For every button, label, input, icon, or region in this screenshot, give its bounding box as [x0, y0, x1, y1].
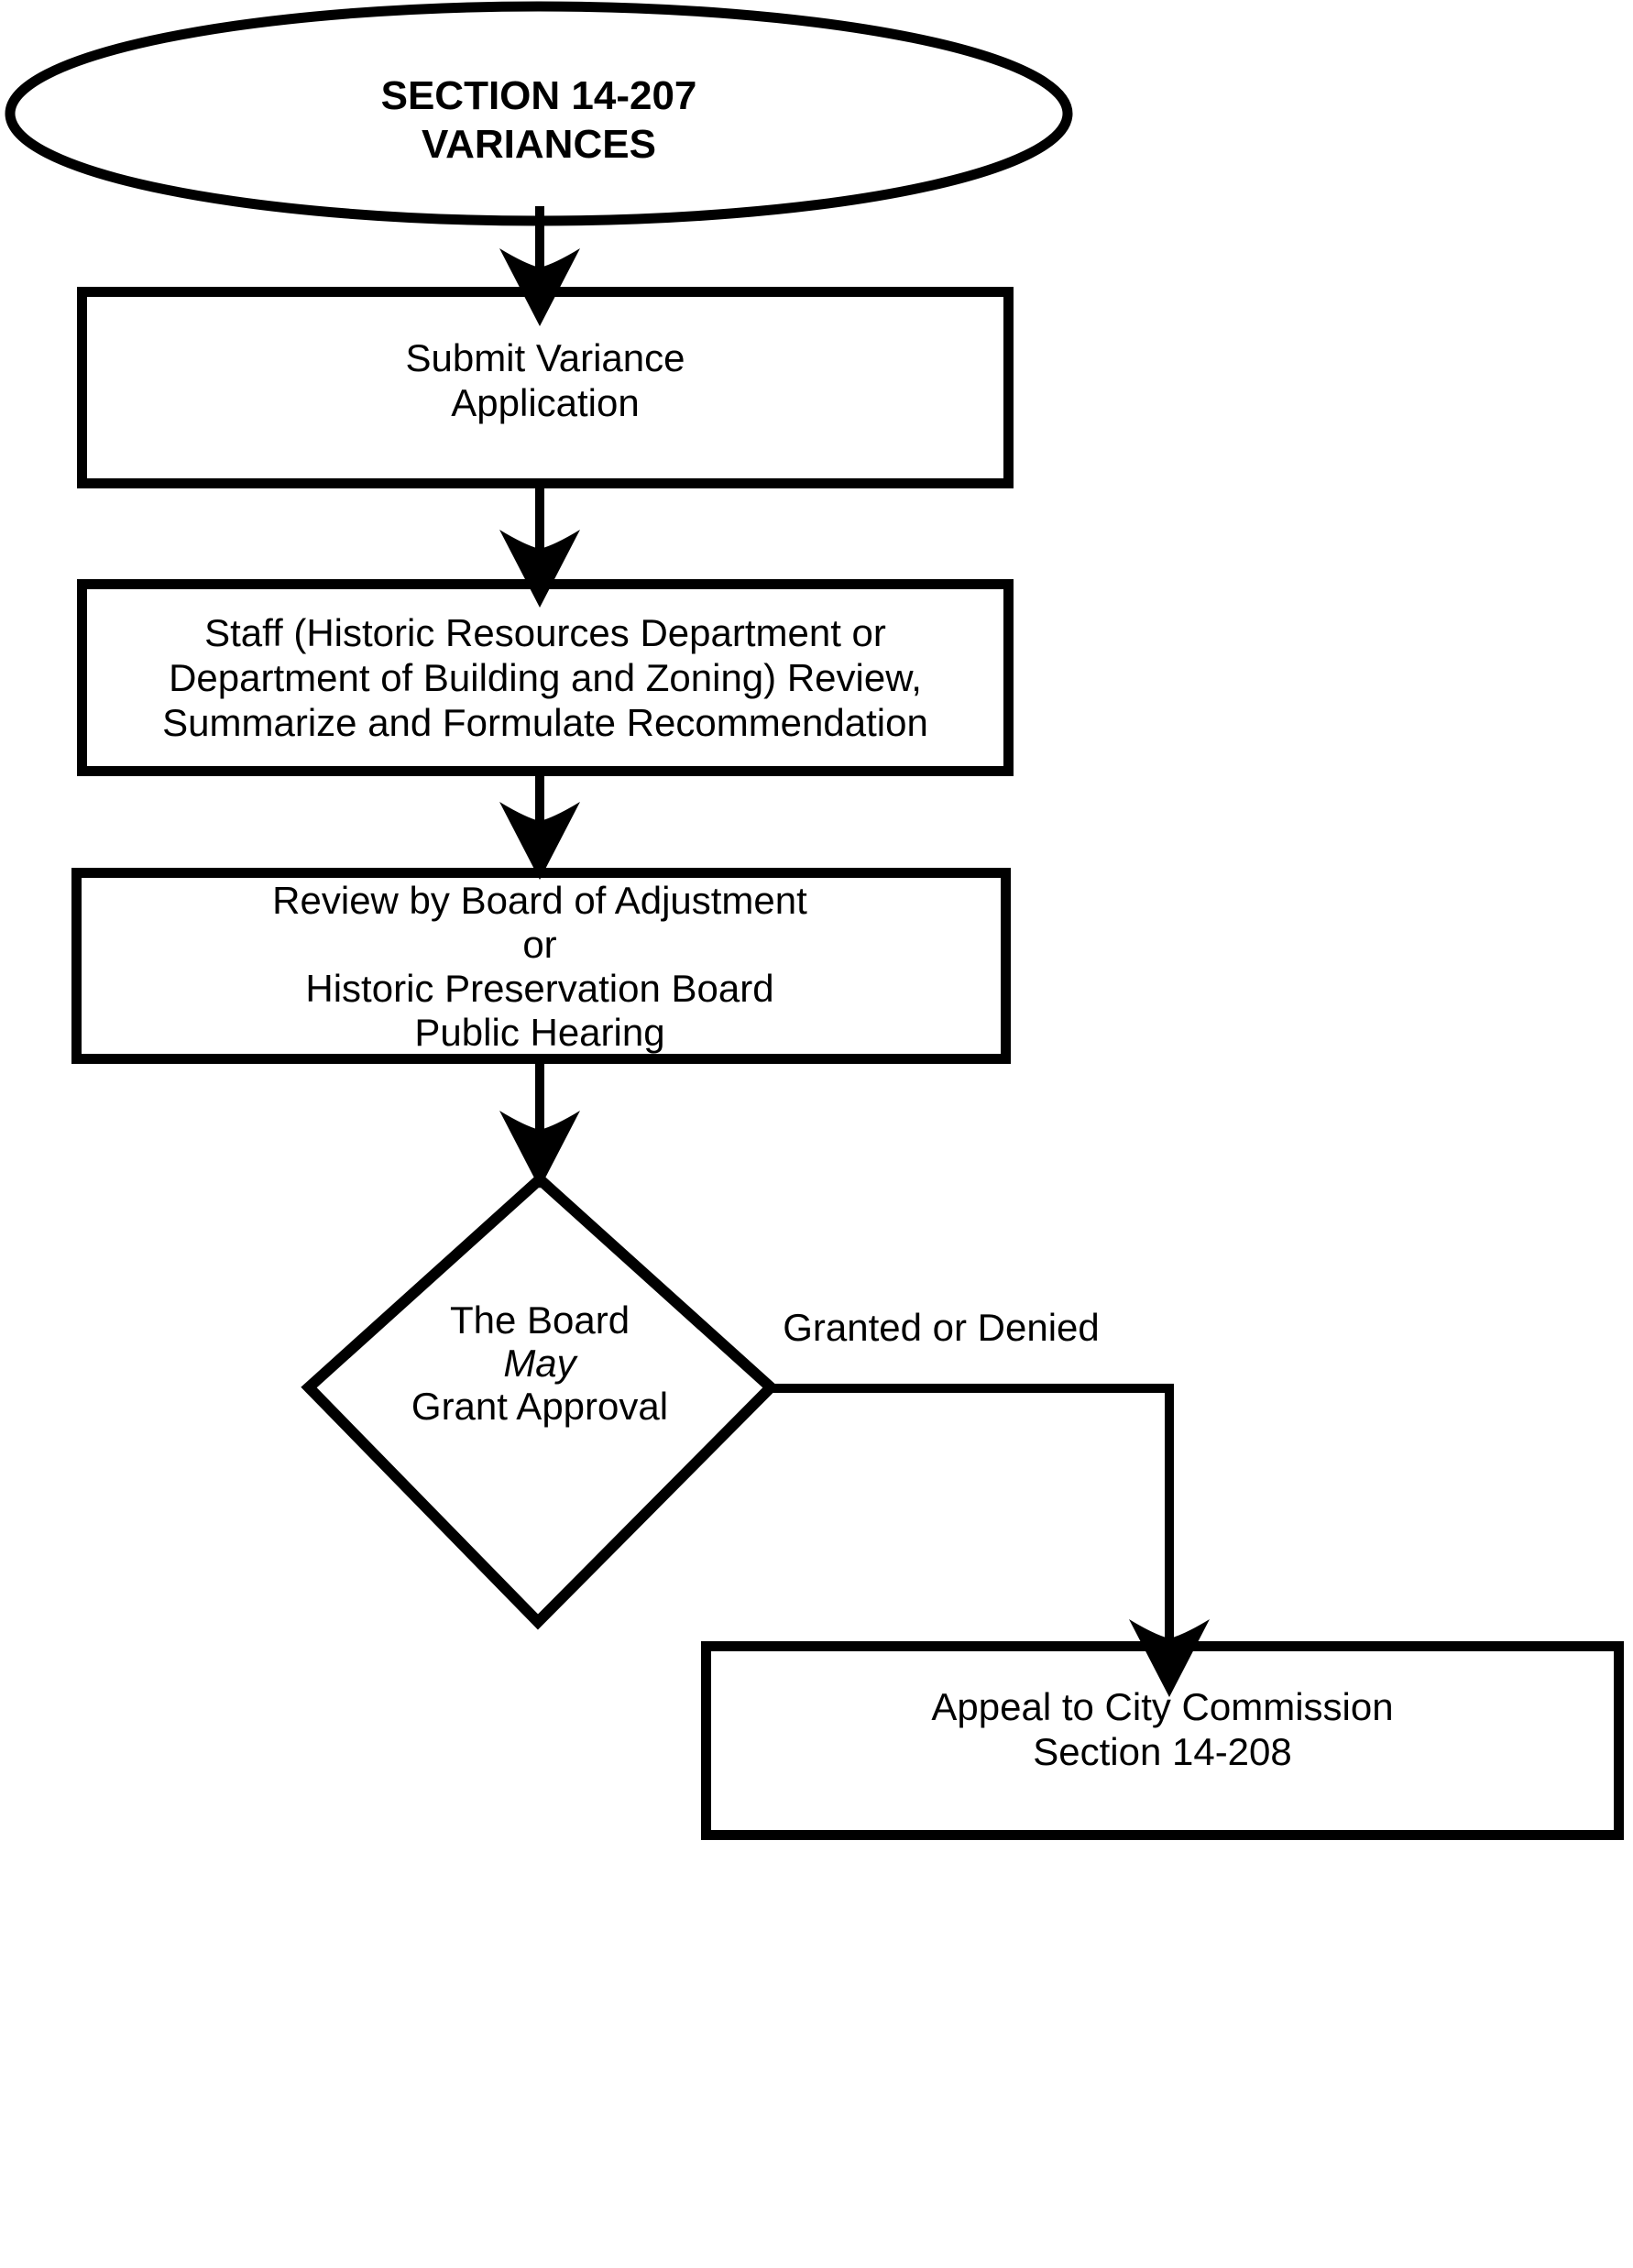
- submit-line-1: Submit Variance: [405, 336, 685, 379]
- arrow-submit-to-staff-review: [499, 488, 580, 608]
- submit-box-text: Submit Variance Application: [87, 335, 1003, 425]
- granted-or-denied-label: Granted or Denied: [783, 1306, 1100, 1349]
- board-review-line-2: or: [522, 923, 557, 966]
- staff-review-box-text: Staff (Historic Resources Department or …: [87, 610, 1003, 745]
- appeal-box-text: Appeal to City Commission Section 14-208: [711, 1684, 1614, 1774]
- start-title-line-2: VARIANCES: [422, 122, 656, 167]
- staff-review-line-3: Summarize and Formulate Recommendation: [162, 701, 928, 744]
- arrow-board-review-to-decision: [499, 1064, 580, 1189]
- decision-diamond-text: The Board May Grant Approval: [311, 1298, 769, 1428]
- decision-line-1: The Board: [449, 1298, 630, 1342]
- board-review-line-3: Historic Preservation Board: [305, 967, 774, 1010]
- board-review-line-1: Review by Board of Adjustment: [272, 879, 807, 922]
- board-review-box-text: Review by Board of Adjustment or Histori…: [82, 879, 998, 1055]
- arrow-start-to-submit: [499, 206, 580, 326]
- board-review-line-4: Public Hearing: [414, 1011, 665, 1054]
- process-box-staff-review: [77, 579, 1014, 776]
- staff-review-line-2: Department of Building and Zoning) Revie…: [169, 656, 922, 699]
- submit-line-2: Application: [451, 381, 640, 424]
- arrow-decision-to-appeal: [771, 1384, 1210, 1697]
- staff-review-line-1: Staff (Historic Resources Department or: [204, 611, 886, 654]
- appeal-line-2: Section 14-208: [1033, 1730, 1292, 1773]
- decision-diamond-shape: [301, 1171, 779, 1630]
- appeal-line-1: Appeal to City Commission: [931, 1685, 1394, 1728]
- arrow-staff-review-to-board-review: [499, 776, 580, 880]
- start-title-line-1: SECTION 14-207: [380, 73, 697, 118]
- decision-line-2: May: [503, 1342, 576, 1385]
- decision-line-3: Grant Approval: [411, 1385, 669, 1428]
- start-node-title: SECTION 14-207 VARIANCES: [218, 71, 860, 169]
